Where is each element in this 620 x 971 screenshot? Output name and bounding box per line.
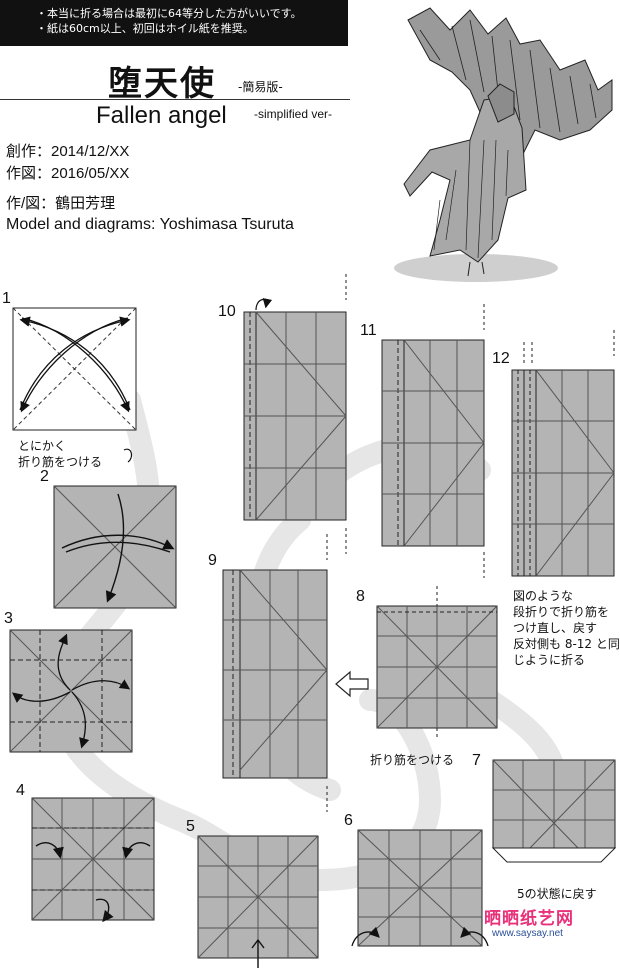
step-number-4: 4 xyxy=(16,782,25,800)
caption-step7: 5の状態に戻す xyxy=(517,886,597,902)
step11-diagram xyxy=(382,304,484,578)
caption-step8: 折り筋をつける xyxy=(370,752,454,768)
title-english-subtitle: -simplified ver- xyxy=(254,107,332,121)
step-number-8: 8 xyxy=(356,588,365,606)
notes-box: ・本当に折る場合は最初に64等分した方がいいです。 ・紙は60cm以上、初回はホ… xyxy=(0,0,348,46)
step4-diagram xyxy=(32,798,154,920)
caption-step12-line-3: つけ直し、戻す xyxy=(513,620,620,636)
step2-diagram xyxy=(54,486,176,608)
step-number-1: 1 xyxy=(2,290,11,308)
step-number-9: 9 xyxy=(208,552,217,570)
caption-step1: とにかく 折り筋をつける xyxy=(18,438,102,470)
step8-diagram xyxy=(377,586,497,740)
step7-diagram xyxy=(493,760,615,862)
step-number-2: 2 xyxy=(40,468,49,486)
caption-step12-line-5: じように折る xyxy=(513,652,620,668)
step3-diagram xyxy=(10,630,132,752)
title-japanese-subtitle: -簡易版- xyxy=(238,78,283,95)
title-divider xyxy=(0,99,350,100)
step-number-7: 7 xyxy=(472,752,481,770)
watermark-logo: 晒晒纸艺网 xyxy=(484,904,574,929)
caption-step1-line-2: 折り筋をつける xyxy=(18,454,102,470)
caption-step12-line-4: 反対側も 8-12 と同 xyxy=(513,636,620,652)
step6-diagram xyxy=(352,830,488,946)
step-number-11: 11 xyxy=(360,322,377,340)
caption-step12-line-1: 図のような xyxy=(513,588,620,604)
step-number-5: 5 xyxy=(186,818,195,836)
caption-step1-line-1: とにかく xyxy=(18,438,102,454)
created-date: 創作：2014/12/XX xyxy=(6,140,129,161)
drawn-date: 作図：2016/05/XX xyxy=(6,162,129,183)
step-number-12: 12 xyxy=(492,350,510,368)
angel-figure xyxy=(394,8,612,282)
caption-step12: 図のような 段折りで折り筋を つけ直し、戻す 反対側も 8-12 と同 じように… xyxy=(513,588,620,668)
step-number-3: 3 xyxy=(4,610,13,628)
step5-diagram xyxy=(198,836,318,968)
step12-diagram xyxy=(512,330,614,576)
step-number-10: 10 xyxy=(218,303,236,321)
step-number-6: 6 xyxy=(344,812,353,830)
author-english: Model and diagrams: Yoshimasa Tsuruta xyxy=(6,216,294,234)
title-english: Fallen angel xyxy=(96,102,227,130)
title-japanese: 堕天使 xyxy=(108,56,216,105)
author-japanese: 作/図：鶴田芳理 xyxy=(6,192,115,213)
note-line-1: ・本当に折る場合は最初に64等分した方がいいです。 xyxy=(36,6,348,21)
step10-diagram xyxy=(244,274,346,554)
watermark-url: www.saysay.net xyxy=(492,928,563,939)
step9-diagram xyxy=(223,534,327,812)
note-line-2: ・紙は60cm以上、初回はホイル紙を推奨。 xyxy=(36,21,348,36)
caption-step12-line-2: 段折りで折り筋を xyxy=(513,604,620,620)
